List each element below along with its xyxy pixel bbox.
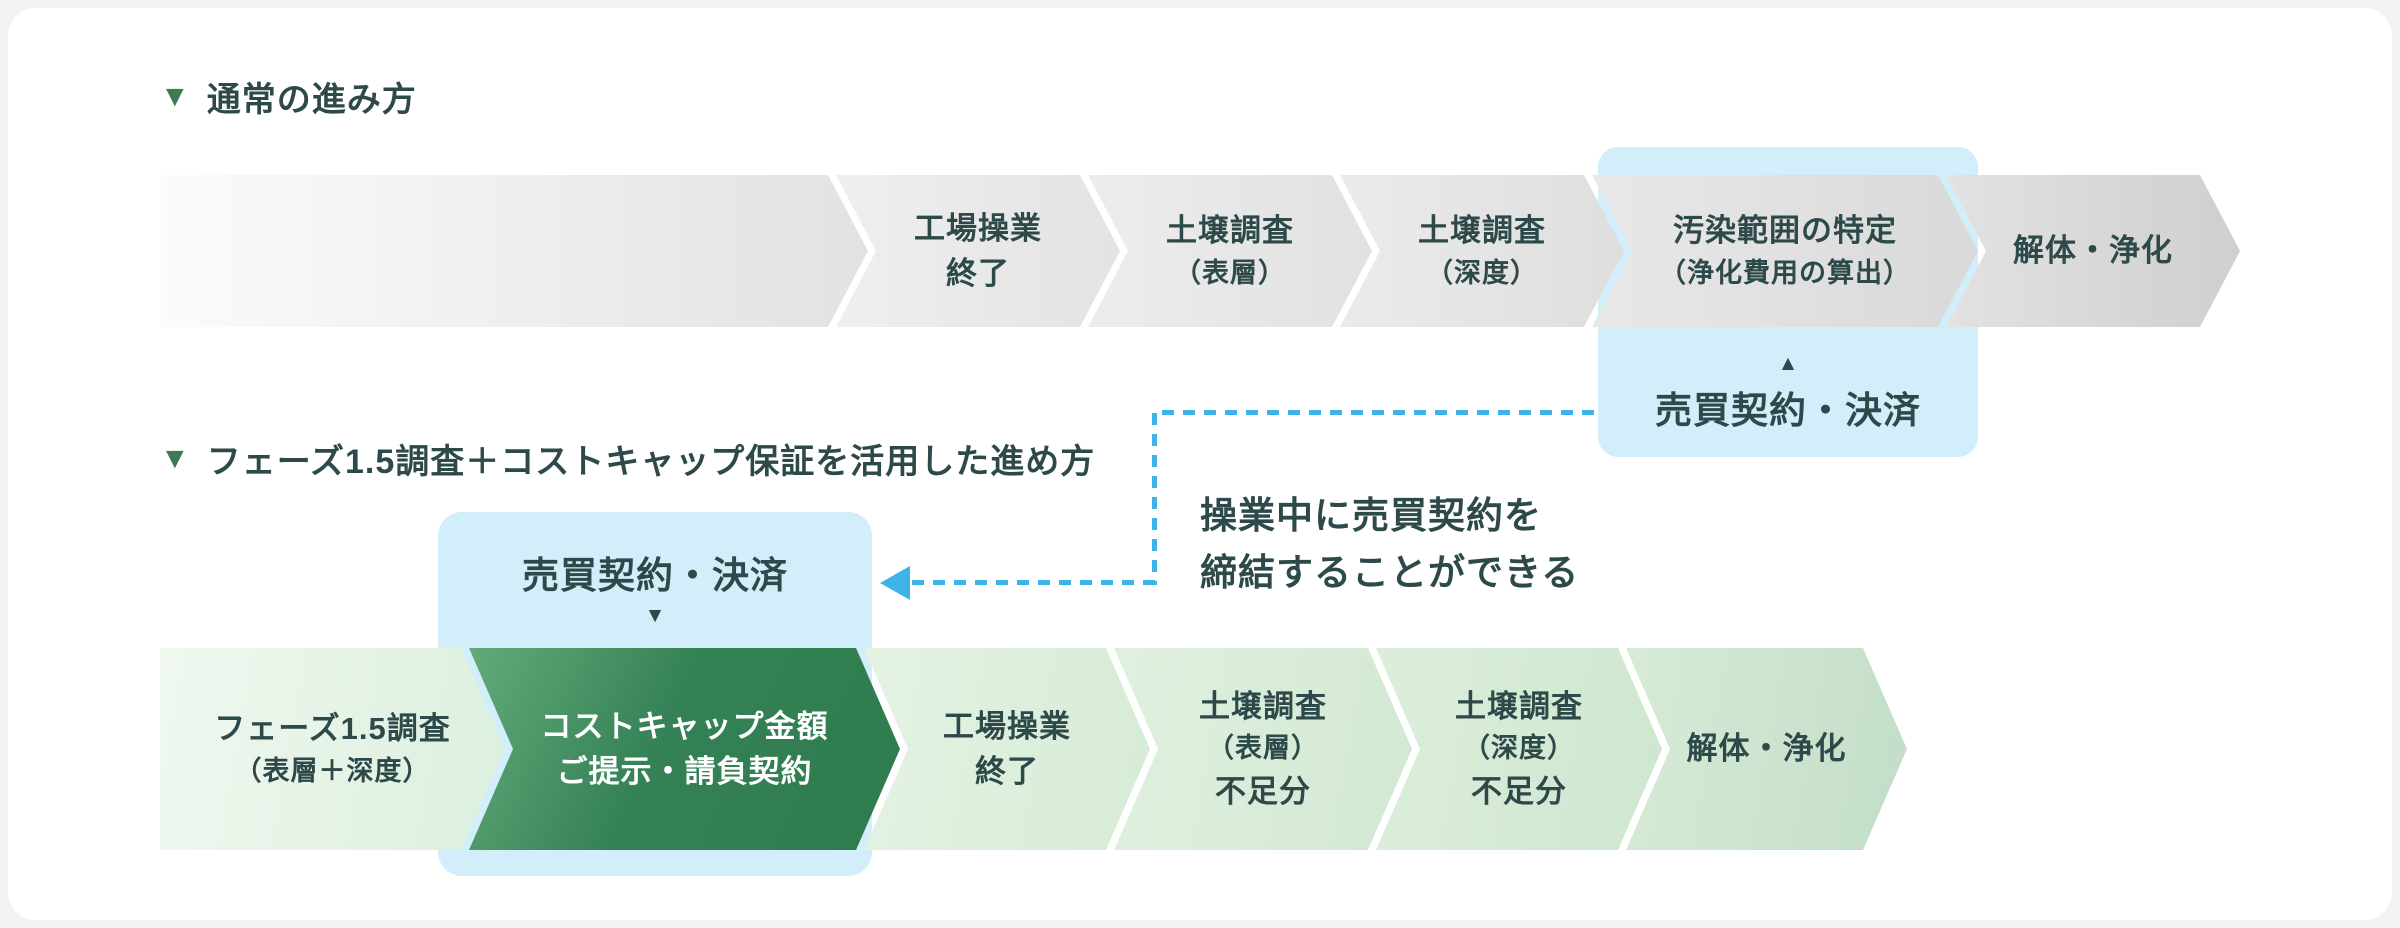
- arrow-left-icon: [880, 566, 910, 600]
- step-label: 解体・浄化: [1686, 731, 1847, 767]
- flow-step-costcap: コストキャップ金額 ご提示・請負契約: [469, 648, 900, 850]
- step-label: フェーズ1.5調査: [214, 711, 451, 747]
- step-label: 終了: [975, 753, 1039, 789]
- step-label: （表層＋深度）: [234, 755, 431, 786]
- annotation-line1: 操業中に売買契約を: [1200, 495, 1542, 536]
- step-label: 工場操業: [914, 210, 1042, 246]
- step-label: コストキャップ金額: [540, 708, 829, 744]
- flow-step: 土壌調査 （深度） 不足分: [1376, 648, 1662, 850]
- section-bottom-title-text: フェーズ1.5調査＋コストキャップ保証を活用した進め方: [206, 443, 1096, 481]
- step-label: 不足分: [1471, 773, 1567, 809]
- step-label: （深度）: [1426, 257, 1538, 288]
- flow-step: [160, 175, 868, 327]
- sales-contract-label-top: 売買契約・決済: [1655, 389, 1921, 431]
- step-label: 土壌調査: [1418, 213, 1546, 249]
- triangle-down-icon: ▼: [644, 603, 666, 627]
- step-label: 工場操業: [943, 708, 1071, 744]
- step-label: 土壌調査: [1166, 213, 1294, 249]
- highlight-box-bottom-label: 売買契約・決済 ▼: [438, 530, 872, 640]
- flow-step: 土壌調査 （表層） 不足分: [1114, 648, 1412, 850]
- flow-bottom-phase15: フェーズ1.5調査 （表層＋深度） コストキャップ金額 ご提示・請負契約 工場操…: [160, 648, 1907, 850]
- flow-step: 土壌調査 （表層）: [1088, 175, 1372, 327]
- step-label: 土壌調査: [1199, 688, 1327, 724]
- dashed-connector-vertical: [1152, 413, 1157, 585]
- sales-contract-label-bottom: 売買契約・決済: [522, 554, 788, 596]
- step-label: ご提示・請負契約: [556, 753, 813, 789]
- flow-step: 汚染範囲の特定 （浄化費用の算出）: [1592, 175, 1978, 327]
- flow-step: フェーズ1.5調査 （表層＋深度）: [160, 648, 505, 850]
- step-label: （浄化費用の算出）: [1659, 257, 1911, 288]
- triangle-marker-icon: ▼: [160, 79, 191, 113]
- section-top-title-text: 通常の進み方: [206, 81, 417, 119]
- flow-step: 解体・浄化: [1626, 648, 1907, 850]
- step-label: 土壌調査: [1455, 688, 1583, 724]
- annotation-line2: 締結することができる: [1200, 552, 1580, 594]
- step-label: （表層）: [1207, 733, 1319, 764]
- flow-step: 解体・浄化: [1946, 175, 2240, 327]
- flow-top-normal: 工場操業 終了 土壌調査 （表層） 土壌調査 （深度） 汚染範囲の特定 （浄化費…: [160, 175, 2240, 327]
- flow-step: 工場操業 終了: [836, 175, 1120, 327]
- triangle-marker-icon: ▼: [160, 441, 191, 475]
- dashed-connector-top: [1162, 410, 1598, 415]
- flow-step: 土壌調査 （深度）: [1340, 175, 1624, 327]
- step-label: 汚染範囲の特定: [1673, 213, 1897, 249]
- annotation-text: 操業中に売買契約を 締結することができる: [1200, 487, 1579, 602]
- step-label: （深度）: [1463, 733, 1575, 764]
- step-label: （表層）: [1174, 257, 1286, 288]
- flow-step: 工場操業 終了: [864, 648, 1150, 850]
- section-bottom-title: ▼ フェーズ1.5調査＋コストキャップ保証を活用した進め方: [160, 434, 1095, 483]
- highlight-box-top-label: ▲ 売買契約・決済: [1598, 329, 1978, 457]
- step-label: 終了: [946, 255, 1010, 291]
- step-label: 不足分: [1215, 773, 1311, 809]
- step-label: 解体・浄化: [2013, 233, 2173, 269]
- triangle-up-icon: ▲: [1777, 351, 1799, 375]
- section-top-title: ▼ 通常の進み方: [160, 72, 417, 121]
- dashed-connector-bottom: [912, 580, 1160, 585]
